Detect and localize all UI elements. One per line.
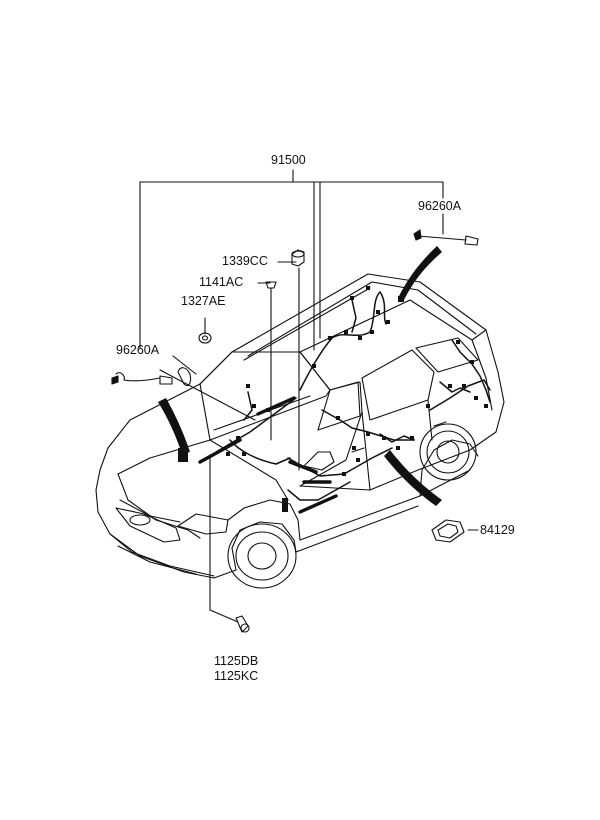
bolt-1141AC bbox=[265, 281, 277, 293]
label-96260A-left: 96260A bbox=[116, 343, 160, 357]
nut-1339CC bbox=[291, 249, 305, 267]
label-1327AE: 1327AE bbox=[181, 294, 226, 308]
plug-84129 bbox=[431, 519, 465, 543]
label-1141AC: 1141AC bbox=[199, 275, 244, 289]
leader-lines-91500 bbox=[139, 169, 444, 351]
label-1339CC: 1339CC bbox=[222, 254, 268, 268]
label-84129: 84129 bbox=[480, 523, 515, 537]
pointer-wedges bbox=[158, 246, 442, 506]
sensor-96260A-right bbox=[413, 229, 479, 246]
harness-thick-segments bbox=[198, 396, 338, 514]
label-1125DB: 1125DB bbox=[214, 654, 259, 668]
leader-lines-parts bbox=[159, 213, 479, 623]
label-96260A-right: 96260A bbox=[418, 199, 462, 213]
label-1125KC: 1125KC bbox=[214, 669, 259, 683]
clip-1327AE bbox=[198, 332, 212, 344]
label-91500: 91500 bbox=[271, 153, 306, 167]
sensor-96260A-left bbox=[111, 372, 173, 385]
front-wheel bbox=[227, 523, 297, 589]
screw-1125DB-1125KC bbox=[235, 615, 250, 633]
rear-wheel bbox=[419, 423, 477, 481]
harness-connectors bbox=[178, 286, 488, 512]
vehicle-outline bbox=[95, 273, 505, 579]
